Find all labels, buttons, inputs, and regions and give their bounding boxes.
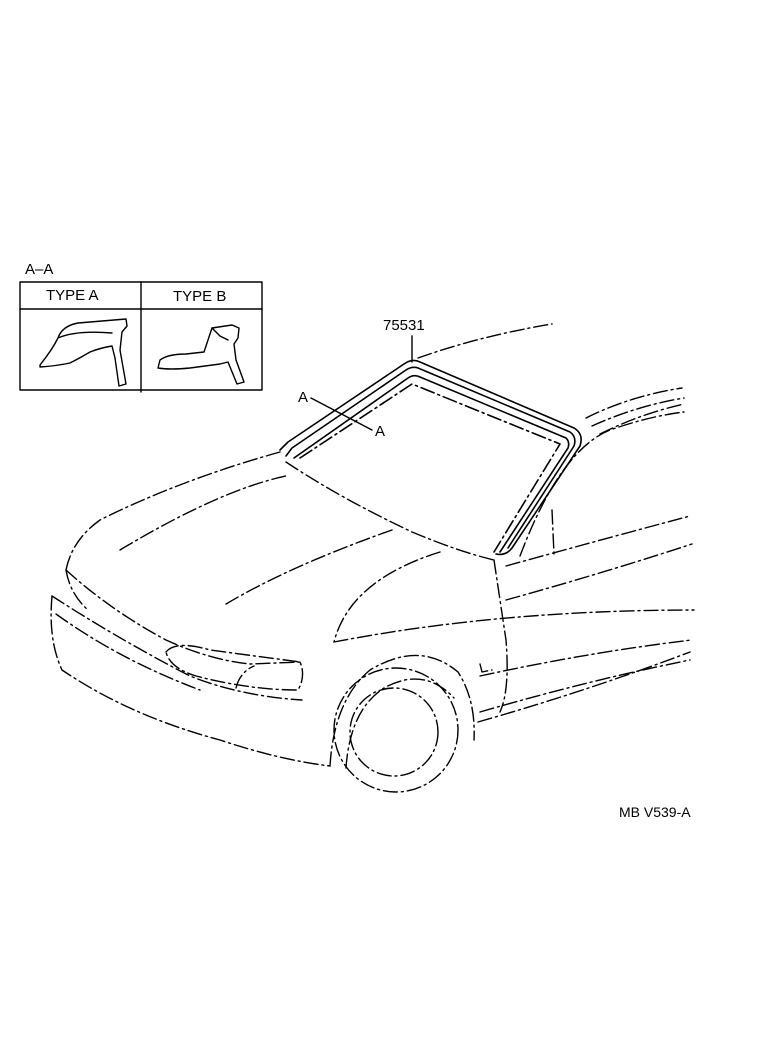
molding-mid-edge [285, 366, 576, 549]
front-wheel-tire [333, 667, 459, 793]
windshield-molding [279, 359, 582, 556]
molding-inner-edge [293, 374, 570, 553]
part-number-label: 75531 [383, 317, 425, 334]
hood-center-crease [225, 529, 393, 605]
side-marker [479, 663, 493, 673]
fender-front-edge [493, 559, 508, 713]
hood-trailing-edge [285, 461, 495, 561]
rocker-line [477, 651, 691, 723]
front-bumper-lower [55, 613, 201, 691]
headlamp [165, 644, 304, 691]
side-crease-upper [505, 543, 693, 601]
type-b-profile-inner [211, 327, 229, 341]
front-wheel-rim [349, 687, 439, 777]
front-bumper-face [50, 595, 331, 767]
side-crease-lower [479, 639, 693, 677]
type-b-label: TYPE B [173, 288, 227, 305]
section-mark-start: A [298, 389, 309, 406]
section-mark-end: A [375, 423, 386, 440]
windshield-glass-edge [299, 383, 561, 553]
headlamp-inner [235, 665, 255, 689]
vehicle-outline [50, 323, 695, 793]
rocker-line-lower [479, 659, 691, 713]
hood-front-edge [65, 569, 303, 665]
type-a-label: TYPE A [46, 287, 99, 304]
wheel-arch-outer [329, 654, 475, 767]
hood-leading-edge [65, 451, 281, 571]
front-bumper-top [51, 595, 303, 701]
roof-line [417, 323, 553, 359]
roof-side-rail-inner [591, 397, 685, 427]
hood-crease [119, 475, 287, 551]
side-crease-mid [333, 609, 695, 643]
door-front-edge [551, 509, 555, 555]
roof-side-rail [585, 387, 683, 419]
section-title: A–A [25, 261, 54, 278]
type-a-profile-inner [57, 331, 113, 339]
belt-line [505, 515, 691, 567]
section-inset [19, 281, 263, 393]
roof-side-rail-3 [599, 403, 685, 435]
type-b-profile [157, 324, 245, 385]
grille-edge [65, 569, 89, 611]
reference-code: MB V539-A [619, 804, 691, 820]
type-a-profile [39, 318, 128, 387]
wheel-arch-inner [345, 678, 455, 769]
window-frame [519, 411, 685, 557]
cowl-line [333, 551, 441, 643]
molding-outer-edge [279, 359, 582, 556]
